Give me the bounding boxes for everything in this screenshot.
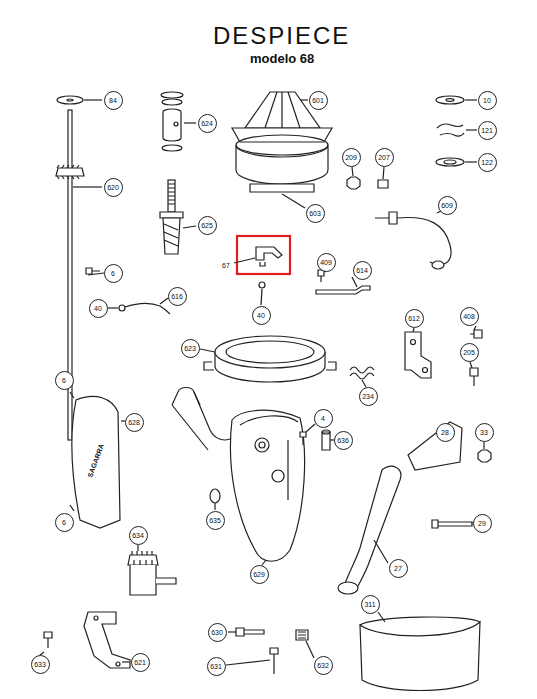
callout-number: 632 [314, 656, 333, 675]
callout-number: 616 [168, 287, 187, 306]
callout-number: 28 [436, 423, 455, 442]
callout-number: 633 [31, 655, 50, 674]
callout-number: 40 [89, 299, 108, 318]
callout-number: 624 [198, 114, 217, 133]
callout-number: 631 [207, 657, 226, 676]
callout-number: 311 [361, 595, 380, 614]
callout-number: 621 [131, 653, 150, 672]
callout-number: 209 [342, 148, 361, 167]
callout-number: 84 [104, 91, 123, 110]
callout-number: 408 [460, 307, 479, 326]
callout-number: 67 [222, 262, 230, 269]
callout-number: 409 [317, 253, 336, 272]
callout-number: 6 [55, 513, 74, 532]
callout-number: 601 [309, 91, 328, 110]
callout-number: 635 [206, 511, 225, 530]
callout-number: 603 [306, 204, 325, 223]
callout-number: 207 [375, 148, 394, 167]
highlight-box [237, 236, 290, 274]
subtitle: modelo 68 [250, 51, 314, 66]
callout-number: 625 [198, 216, 217, 235]
callout-number: 623 [181, 339, 200, 358]
callout-number: 636 [334, 431, 353, 450]
callout-number: 6 [104, 264, 123, 283]
callout-number: 40 [252, 306, 271, 325]
callout-number: 4 [314, 409, 333, 428]
title: DESPIECE [213, 22, 350, 50]
callout-number: 634 [129, 526, 148, 545]
callout-number: 628 [125, 413, 144, 432]
callout-number: 6 [55, 371, 74, 390]
callout-number: 629 [250, 565, 269, 584]
callout-number: 122 [478, 153, 497, 172]
callout-number: 612 [405, 309, 424, 328]
callout-number: 620 [104, 178, 123, 197]
callout-number: 121 [478, 121, 497, 140]
callout-number: 234 [359, 387, 378, 406]
callout-number: 609 [438, 196, 457, 215]
callout-number: 33 [475, 423, 494, 442]
callout-number: 10 [478, 91, 497, 110]
callout-number: 27 [389, 559, 408, 578]
callout-number: 29 [473, 514, 492, 533]
callout-number: 630 [208, 623, 227, 642]
callout-number: 614 [353, 261, 372, 280]
callout-number: 205 [460, 343, 479, 362]
